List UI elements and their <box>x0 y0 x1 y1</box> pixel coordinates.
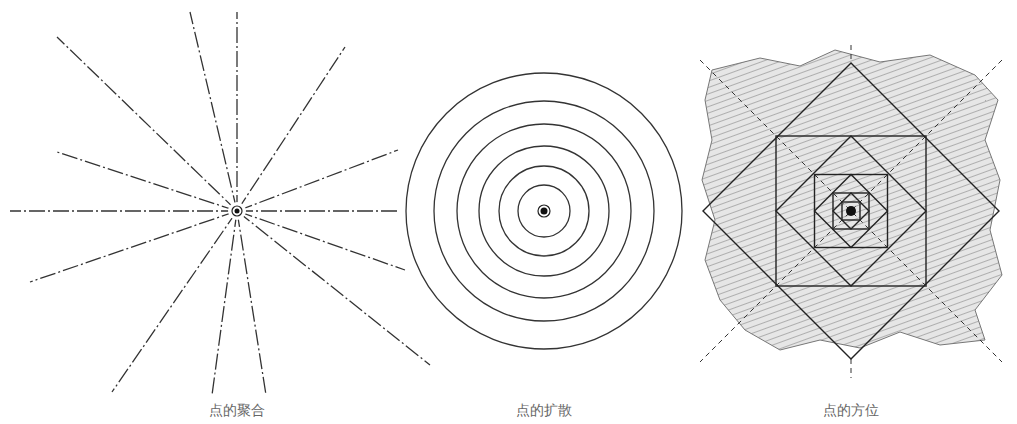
radiating-lines <box>10 12 430 395</box>
textured-ground <box>702 50 1002 350</box>
diagonal-axes <box>700 45 1002 378</box>
concentric-circles <box>406 73 682 349</box>
caption-label: 点的扩散 <box>514 402 574 420</box>
caption-label: 点的聚合 <box>207 402 267 420</box>
caption-label: 点的方位 <box>821 402 881 420</box>
